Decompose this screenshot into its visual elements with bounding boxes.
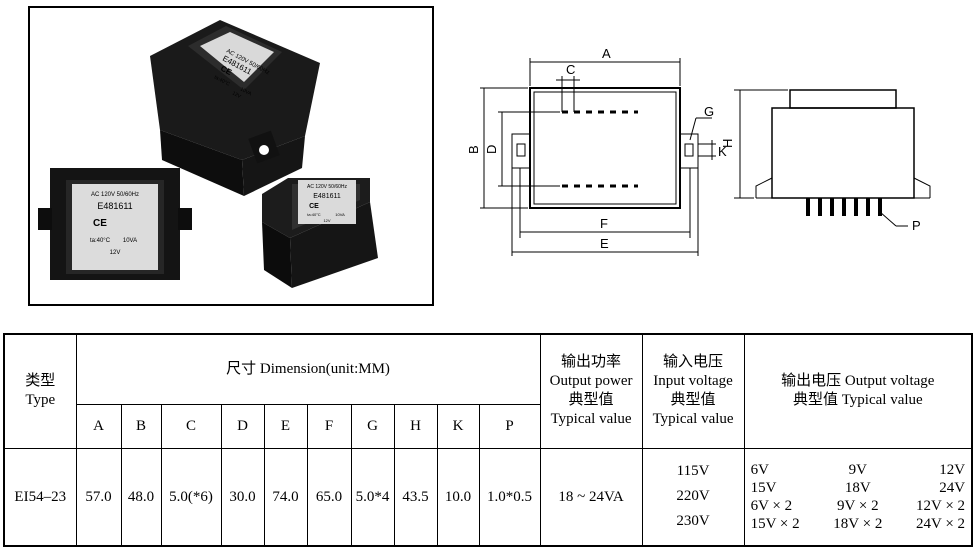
type-header-en: Type [25, 392, 56, 409]
output-voltage-item: 24V [939, 479, 966, 496]
col-header-h: H [393, 403, 438, 449]
col-header-f: F [306, 403, 352, 449]
dim-label-p: P [912, 218, 921, 233]
cell-input-voltage: 115V 220V 230V [641, 447, 745, 547]
cell-b: 48.0 [120, 447, 162, 547]
input-header: 输入电压 Input voltage 典型值 Typical value [641, 333, 745, 449]
input-voltage-item: 220V [676, 488, 710, 505]
cell-power: 18 ~ 24VA [539, 447, 643, 547]
side-view-body [771, 107, 915, 199]
transformer-right: AC 120V 50/60Hz E481611 CE ta:40°C 10VA … [262, 178, 378, 288]
cell-d: 30.0 [220, 447, 265, 547]
label-right-power: 10VA [335, 212, 345, 217]
col-header-c: C [160, 403, 222, 449]
cell-c: 5.0(*6) [160, 447, 222, 547]
output-voltage-item: 15V [750, 479, 777, 496]
label-front-power: 10VA [123, 238, 137, 244]
input-header-en: Input voltage [653, 373, 733, 390]
output-header: 输出电压 Output voltage 典型值 Typical value [743, 333, 973, 449]
output-voltage-item: 18V × 2 [833, 515, 883, 532]
label-right-mark: CE [309, 203, 319, 210]
label-front-rating: AC 120V 50/60Hz [91, 192, 139, 198]
dim-label-d: D [484, 145, 499, 154]
cell-a: 57.0 [75, 447, 122, 547]
transformer-photo: AC 120V 50/60Hz E481611 CE ta:40°C 10VA … [38, 20, 378, 288]
col-header-d: D [220, 403, 265, 449]
dim-label-a: A [602, 46, 611, 61]
output-voltage-item: 9V [848, 461, 867, 478]
input-voltage-item: 230V [676, 513, 710, 530]
top-view-body [529, 87, 681, 209]
dim-label-c: C [566, 62, 575, 77]
label-front-code: E481611 [97, 201, 132, 211]
cell-f: 65.0 [306, 447, 352, 547]
output-voltage-item: 6V × 2 [750, 497, 793, 514]
cell-g: 5.0*4 [350, 447, 395, 547]
label-front-volt: 12V [110, 250, 121, 256]
output-voltage-item: 18V [844, 479, 871, 496]
type-header: 类型 Type [3, 333, 77, 449]
output-voltage-item: 24V × 2 [916, 515, 966, 532]
input-header-typ-en: Typical value [652, 411, 734, 428]
output-voltage-item: 15V × 2 [750, 515, 800, 532]
label-top-power: 10VA [239, 86, 253, 97]
transformer-front: AC 120V 50/60Hz E481611 CE ta:40°C 10VA … [38, 168, 192, 280]
input-header-cn: 输入电压 [663, 354, 724, 371]
cell-h: 43.5 [393, 447, 438, 547]
label-right-code: E481611 [313, 193, 341, 200]
product-photo: AC 120V 50/60Hz E481611 CE ta:40°C 10VA … [28, 6, 434, 306]
col-header-k: K [436, 403, 480, 449]
col-header-p: P [478, 403, 541, 449]
cell-e: 74.0 [263, 447, 308, 547]
dim-label-f: F [600, 216, 608, 231]
cell-output-voltage: 6V 9V 12V 15V 18V 24V 6V × 2 9V × 2 12V … [743, 447, 973, 547]
label-right-temp: ta:40°C [307, 212, 320, 217]
output-voltage-item: 12V × 2 [916, 497, 966, 514]
col-header-e: E [263, 403, 308, 449]
dim-label-k: K [718, 144, 727, 159]
label-right-rating: AC 120V 50/60Hz [307, 184, 348, 190]
cell-k: 10.0 [436, 447, 480, 547]
cell-p: 1.0*0.5 [478, 447, 541, 547]
power-header-cn: 输出功率 [561, 354, 622, 371]
cell-type: EI54–23 [3, 447, 77, 547]
power-header-typ-cn: 典型值 [568, 392, 614, 409]
label-front-mark: CE [93, 218, 107, 229]
table-header-row: 类型 Type 尺寸 Dimension(unit:MM) 输出功率 Outpu… [3, 333, 973, 449]
output-voltage-item: 12V [939, 461, 966, 478]
power-header-typ-en: Typical value [550, 411, 632, 428]
label-front-temp: ta:40°C [90, 238, 111, 244]
output-voltage-item: 6V [750, 461, 769, 478]
dimension-drawing: A C B D F E G K H P [450, 40, 960, 280]
power-header-en: Output power [549, 373, 633, 390]
dimension-header: 尺寸 Dimension(unit:MM) [75, 333, 541, 405]
output-header-line2: 典型值 Typical value [792, 392, 923, 409]
label-right-volt: 12V [323, 218, 330, 223]
dim-label-b: B [466, 145, 481, 154]
dimension-drawing-svg: A C B D F E G K H P [466, 46, 931, 256]
column-header-row: A B C D E F G H K P [4, 403, 972, 449]
col-header-b: B [120, 403, 162, 449]
output-header-line1: 输出电压 Output voltage [781, 373, 935, 390]
col-header-g: G [350, 403, 395, 449]
col-header-a: A [75, 403, 122, 449]
input-header-typ-cn: 典型值 [670, 392, 716, 409]
transformer-top: AC 120V 50/60Hz E481611 CE ta:40°C 10VA … [150, 20, 320, 196]
table-row: EI54–23 57.0 48.0 5.0(*6) 30.0 74.0 65.0… [3, 447, 973, 547]
type-header-cn: 类型 [25, 373, 56, 390]
dim-label-g: G [704, 104, 714, 119]
dim-label-h: H [720, 139, 735, 148]
power-header: 输出功率 Output power 典型值 Typical value [539, 333, 643, 449]
spec-table: 类型 Type 尺寸 Dimension(unit:MM) 输出功率 Outpu… [3, 333, 974, 547]
dim-label-e: E [600, 236, 609, 251]
label-top-volt: 12V [231, 90, 242, 100]
output-voltage-item: 9V × 2 [837, 497, 879, 514]
input-voltage-item: 115V [676, 463, 710, 480]
